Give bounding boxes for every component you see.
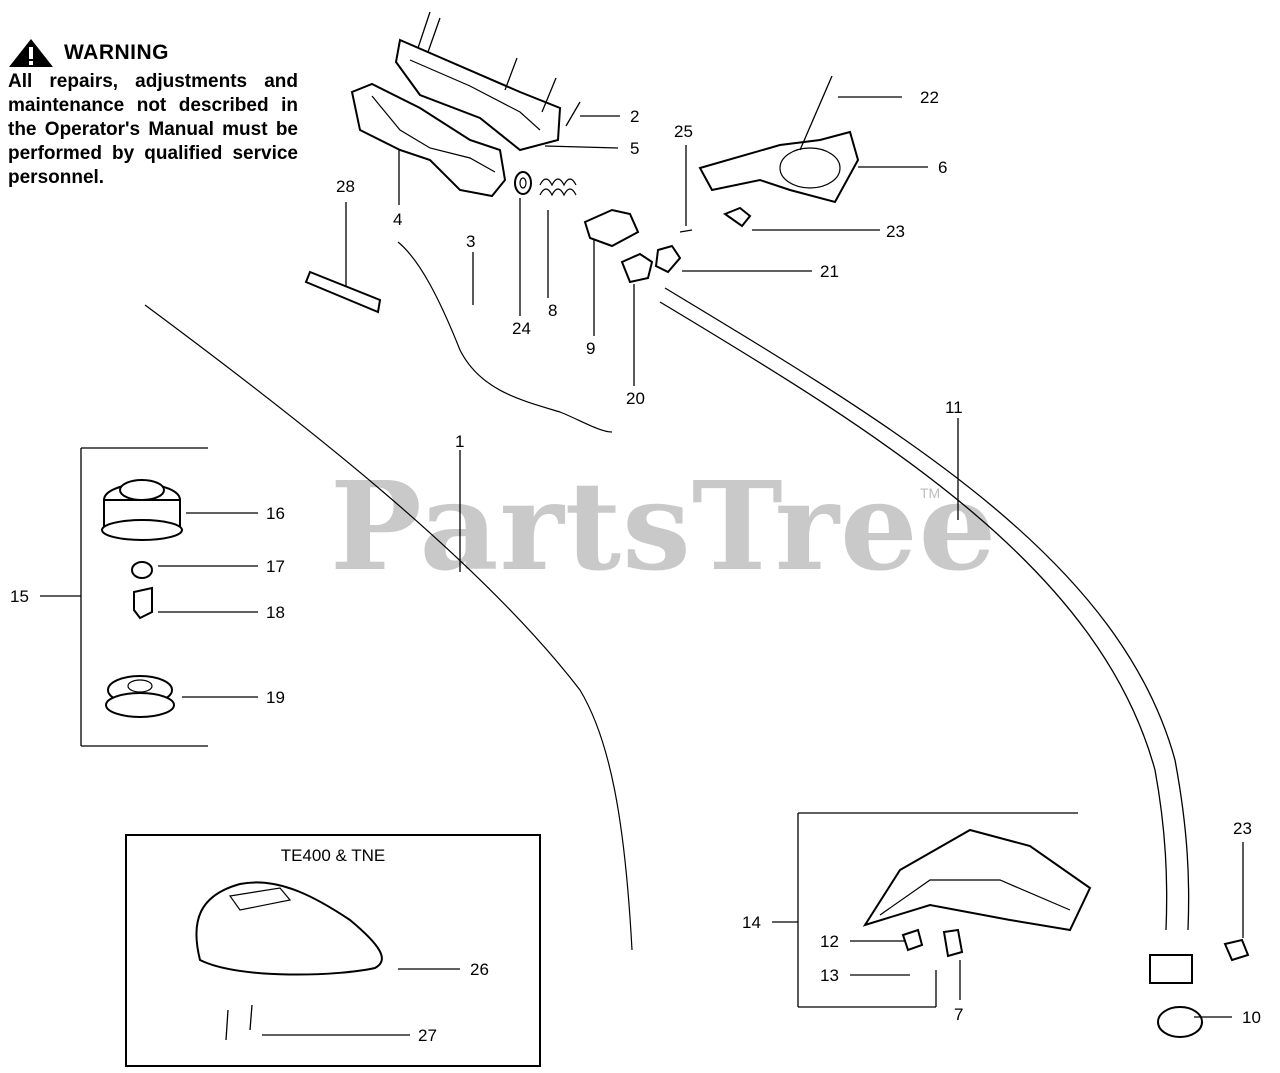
callout-15: 15: [10, 587, 29, 606]
callout-28: 28: [336, 177, 355, 196]
callout-23-upper: 23: [886, 222, 905, 241]
callout-19: 19: [266, 688, 285, 707]
inset-te400-tne: TE400 & TNE: [125, 834, 541, 1067]
callout-1: 1: [455, 432, 464, 451]
callout-4: 4: [393, 210, 402, 229]
callout-23-lower: 23: [1233, 819, 1252, 838]
callout-25: 25: [674, 122, 693, 141]
warning-block: WARNING All repairs, adjustments and mai…: [8, 38, 298, 190]
callout-11: 11: [945, 398, 963, 417]
callout-9: 9: [586, 339, 595, 358]
callout-17: 17: [266, 557, 285, 576]
callout-3: 3: [466, 232, 475, 251]
warning-triangle-icon: [9, 39, 53, 67]
shield-assembly: [862, 828, 1250, 1038]
callout-13: 13: [820, 966, 839, 985]
callout-8: 8: [548, 301, 557, 320]
warning-text: All repairs, adjustments and maintenance…: [8, 71, 298, 188]
callout-12: 12: [820, 932, 839, 951]
callout-2: 2: [630, 107, 639, 126]
callout-27: 27: [418, 1026, 437, 1045]
inset-guard: [195, 881, 383, 1041]
warning-header: WARNING: [8, 38, 298, 68]
callout-26: 26: [470, 960, 489, 979]
callout-16: 16: [266, 504, 285, 523]
callout-5: 5: [630, 139, 639, 158]
trigger-parts: [514, 171, 752, 284]
callout-6: 6: [938, 158, 947, 177]
callout-22: 22: [920, 88, 939, 107]
warning-title: WARNING: [64, 41, 169, 64]
callout-20: 20: [626, 389, 645, 408]
leader-lines: [40, 96, 1244, 1036]
spark-plug-wrench: [304, 270, 382, 314]
callout-labels: 1 2 3 4 5 6 7 8 9 10 11 12 13 14 15 16 1…: [10, 88, 1261, 1045]
trimmer-head-parts: [101, 479, 183, 718]
callout-10: 10: [1242, 1008, 1261, 1027]
handle-assembly: [350, 11, 581, 198]
assist-handle: [698, 75, 860, 204]
parts-tree-watermark: PartsTree: [330, 454, 998, 598]
inset-title: TE400 & TNE: [280, 846, 386, 865]
callout-24: 24: [512, 319, 531, 338]
drive-tube: [659, 287, 1190, 931]
callout-21: 21: [820, 262, 839, 281]
callout-18: 18: [266, 603, 285, 622]
callout-14: 14: [742, 913, 761, 932]
throttle-cable: [397, 241, 613, 433]
flex-shaft: [144, 304, 633, 951]
callout-7: 7: [954, 1005, 963, 1024]
trademark-mark: TM: [920, 485, 941, 501]
